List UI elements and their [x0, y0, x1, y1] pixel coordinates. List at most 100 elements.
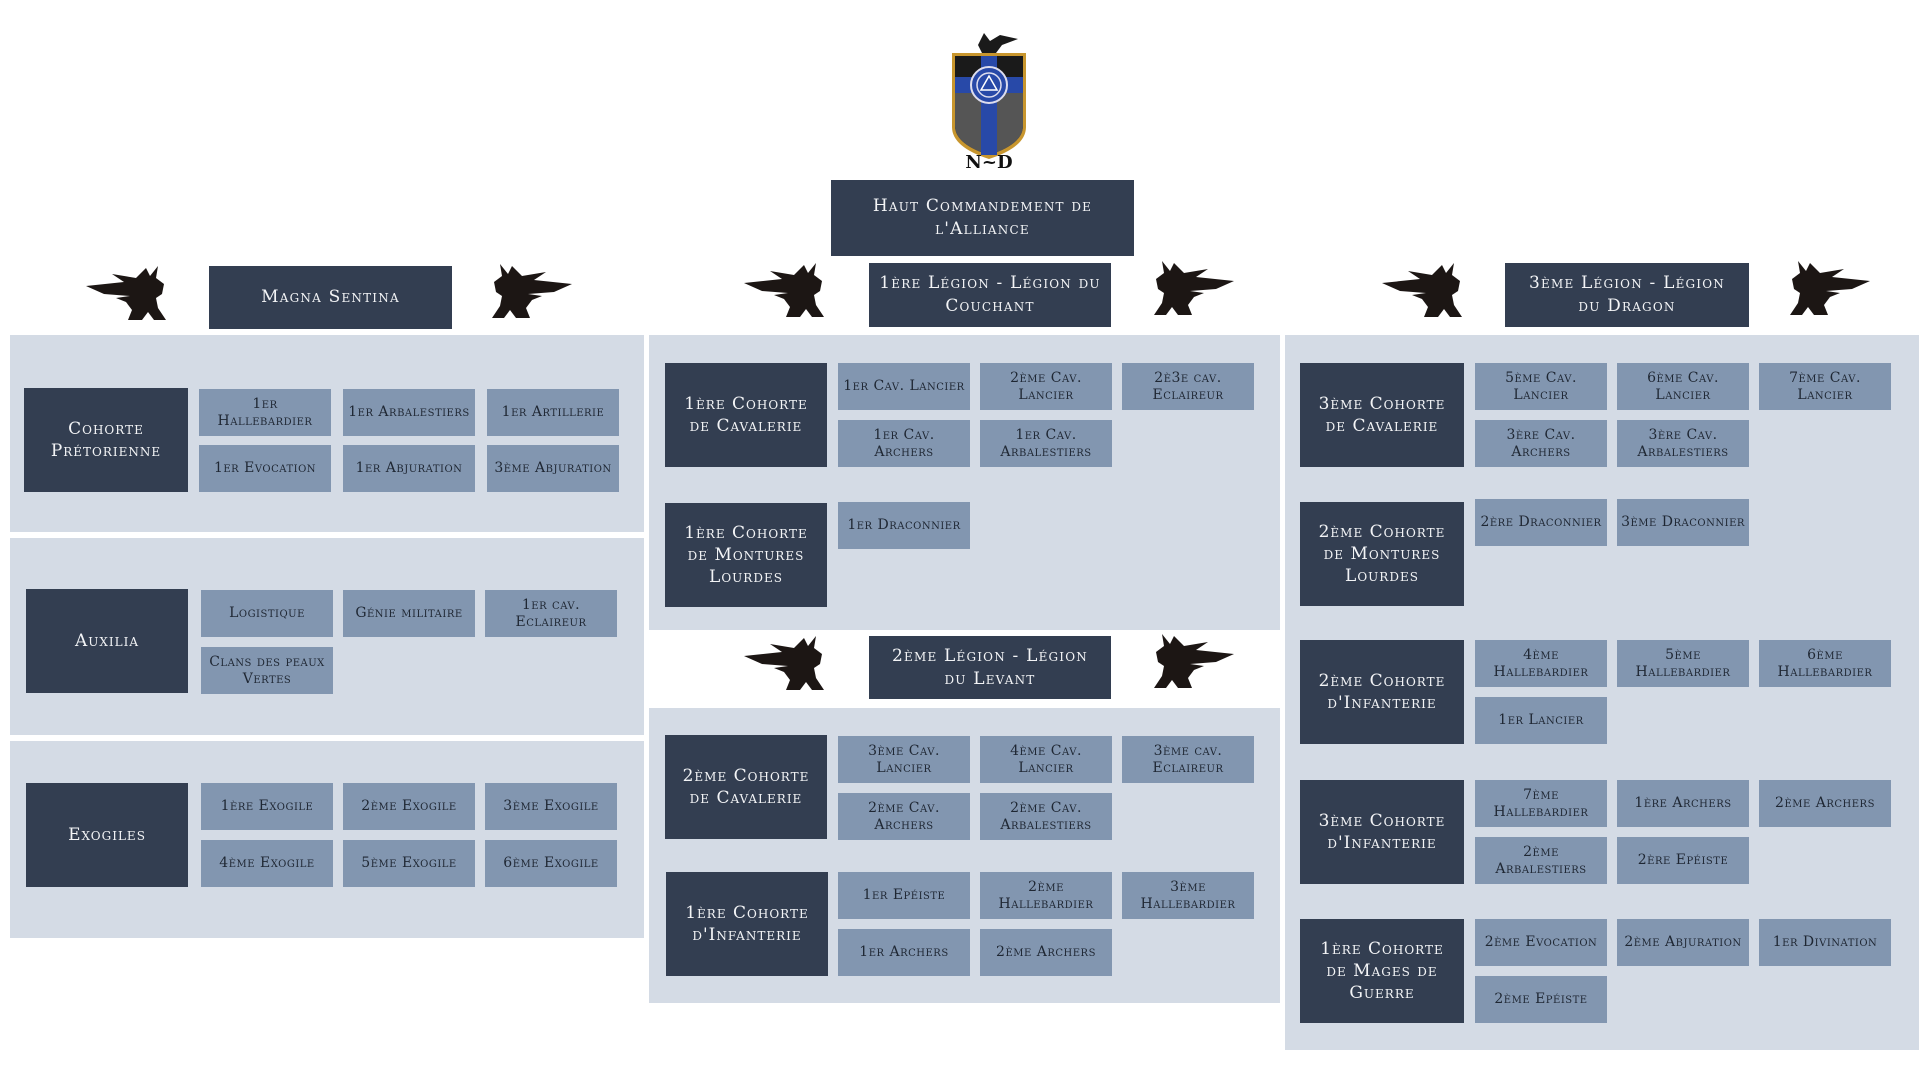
top-command-box: Haut Commandement de l'Alliance	[831, 180, 1134, 256]
label: 4ème Exogile	[219, 855, 315, 872]
legion-header: Magna Sentina	[209, 266, 452, 329]
label: 1er Divination	[1772, 934, 1878, 951]
legion-header: 1ère Légion - Légion du Couchant	[869, 263, 1111, 327]
label: 5ème Cav. Lancier	[1505, 370, 1577, 403]
label: 2ème Epéiste	[1494, 991, 1588, 1008]
unit-box: 1er Evocation	[199, 445, 331, 492]
label: Logistique	[229, 605, 305, 622]
unit-box: 2ème Archers	[980, 929, 1112, 976]
cohort-box: Cohorte Prétorienne	[24, 388, 188, 492]
unit-box: 2ère Epéiste	[1617, 837, 1749, 884]
cohort-box: Exogiles	[26, 783, 188, 887]
unit-box: 1er Epéiste	[838, 872, 970, 919]
label: 1ère Cohorte d'Infanterie	[685, 902, 809, 945]
shield-crest-icon	[952, 33, 1026, 159]
legion-header: 2ème Légion - Légion du Levant	[869, 636, 1111, 699]
label: 1er Arbalestiers	[348, 404, 470, 421]
unit-box: 1er cav. Eclaireur	[485, 590, 617, 637]
unit-box: 1er Abjuration	[343, 445, 475, 492]
unit-box: 1ère Exogile	[201, 783, 333, 830]
label: 3ème Cav. Lancier	[868, 743, 940, 776]
label: Génie militaire	[355, 605, 463, 622]
label: 1er Artillerie	[501, 404, 605, 421]
label: 2ème Cohorte de Cavalerie	[682, 765, 810, 808]
label: 1ère Cohorte de Cavalerie	[684, 393, 808, 436]
unit-box: 1er Cav. Lancier	[838, 363, 970, 410]
dragon-icon	[1154, 261, 1234, 315]
label: 5ème Exogile	[361, 855, 457, 872]
unit-box: 6ème Cav. Lancier	[1617, 363, 1749, 410]
label: 6ème Exogile	[503, 855, 599, 872]
unit-box: 2ème Hallebardier	[980, 872, 1112, 919]
label: 2ème Cav. Archers	[868, 800, 940, 833]
dragon-icon	[1154, 634, 1234, 688]
unit-box: 7ème Hallebardier	[1475, 780, 1607, 827]
cohort-box: Auxilia	[26, 589, 188, 693]
unit-box: 1er Arbalestiers	[343, 389, 475, 436]
unit-box: 3ème Hallebardier	[1122, 872, 1254, 919]
label: 1er Cav. Arbalestiers	[1000, 427, 1092, 460]
label: 4ème Hallebardier	[1493, 647, 1589, 680]
unit-box: 2ème Exogile	[343, 783, 475, 830]
label: 7ème Hallebardier	[1493, 787, 1589, 820]
label: 6ème Hallebardier	[1777, 647, 1873, 680]
unit-box: 1er Divination	[1759, 919, 1891, 966]
label: 1ère Cohorte de Montures Lourdes	[684, 522, 808, 588]
unit-box: 2ème Evocation	[1475, 919, 1607, 966]
label: 3ème Cohorte d'Infanterie	[1318, 810, 1446, 853]
unit-box: Clans des peaux Vertes	[201, 647, 333, 694]
label: 1er Cav. Lancier	[843, 378, 965, 395]
label: Clans des peaux Vertes	[209, 654, 325, 687]
label: 2ère Epéiste	[1637, 852, 1729, 869]
unit-box: 3ème Draconnier	[1617, 499, 1749, 546]
cohort-box: 2ème Cohorte d'Infanterie	[1300, 640, 1464, 744]
unit-box: 4ème Hallebardier	[1475, 640, 1607, 687]
label: Cohorte Prétorienne	[50, 418, 162, 461]
unit-box: 1er Cav. Archers	[838, 420, 970, 467]
label: 2ème Cohorte d'Infanterie	[1318, 670, 1446, 713]
label: 2ème Légion - Légion du Levant	[891, 645, 1088, 689]
label: 1er Abjuration	[355, 460, 463, 477]
label: 1er Archers	[859, 944, 949, 961]
unit-box: 5ème Cav. Lancier	[1475, 363, 1607, 410]
label: 1ère Exogile	[220, 798, 314, 815]
label: 3ère Cav. Archers	[1506, 427, 1576, 460]
legion-header: 3ème Légion - Légion du Dragon	[1505, 263, 1749, 327]
unit-box: 2ème Epéiste	[1475, 976, 1607, 1023]
unit-box: Logistique	[201, 590, 333, 637]
label: 2ère Draconnier	[1480, 514, 1602, 531]
cohort-box: 3ème Cohorte d'Infanterie	[1300, 780, 1464, 884]
label: 2è3e cav. Eclaireur	[1152, 370, 1224, 403]
label: 1er Cav. Archers	[873, 427, 935, 460]
label: 2ème Evocation	[1484, 934, 1598, 951]
unit-box: 3ème Cav. Lancier	[838, 736, 970, 783]
dragon-icon	[1790, 261, 1870, 315]
unit-box: 1ère Archers	[1617, 780, 1749, 827]
unit-box: 4ème Cav. Lancier	[980, 736, 1112, 783]
unit-box: 3ème cav. Eclaireur	[1122, 736, 1254, 783]
cohort-box: 1ère Cohorte de Montures Lourdes	[665, 503, 827, 607]
unit-box: 6ème Exogile	[485, 840, 617, 887]
unit-box: 1er Artillerie	[487, 389, 619, 436]
unit-box: 2ème Arbalestiers	[1475, 837, 1607, 884]
label: 2ème Arbalestiers	[1495, 844, 1587, 877]
label: 1er Evocation	[213, 460, 317, 477]
label: 1er cav. Eclaireur	[515, 597, 587, 630]
cohort-box: 3ème Cohorte de Cavalerie	[1300, 363, 1464, 467]
unit-box: 3ère Cav. Arbalestiers	[1617, 420, 1749, 467]
label: 1ère Archers	[1634, 795, 1732, 812]
unit-box: 2ème Cav. Lancier	[980, 363, 1112, 410]
cohort-box: 2ème Cohorte de Montures Lourdes	[1300, 502, 1464, 606]
label: 7ème Cav. Lancier	[1789, 370, 1861, 403]
label: 2ème Cav. Lancier	[1010, 370, 1082, 403]
unit-box: 2ème Cav. Arbalestiers	[980, 793, 1112, 840]
logo-text: N~D	[965, 152, 1013, 173]
label: 1er Epéiste	[862, 887, 946, 904]
label: 4ème Cav. Lancier	[1010, 743, 1082, 776]
label: 3ème Draconnier	[1621, 514, 1745, 531]
dragon-icon	[492, 264, 572, 318]
label: 2ème Cohorte de Montures Lourdes	[1318, 521, 1446, 587]
cohort-box: 1ère Cohorte de Cavalerie	[665, 363, 827, 467]
unit-box: 2ère Draconnier	[1475, 499, 1607, 546]
unit-box: 2ème Cav. Archers	[838, 793, 970, 840]
